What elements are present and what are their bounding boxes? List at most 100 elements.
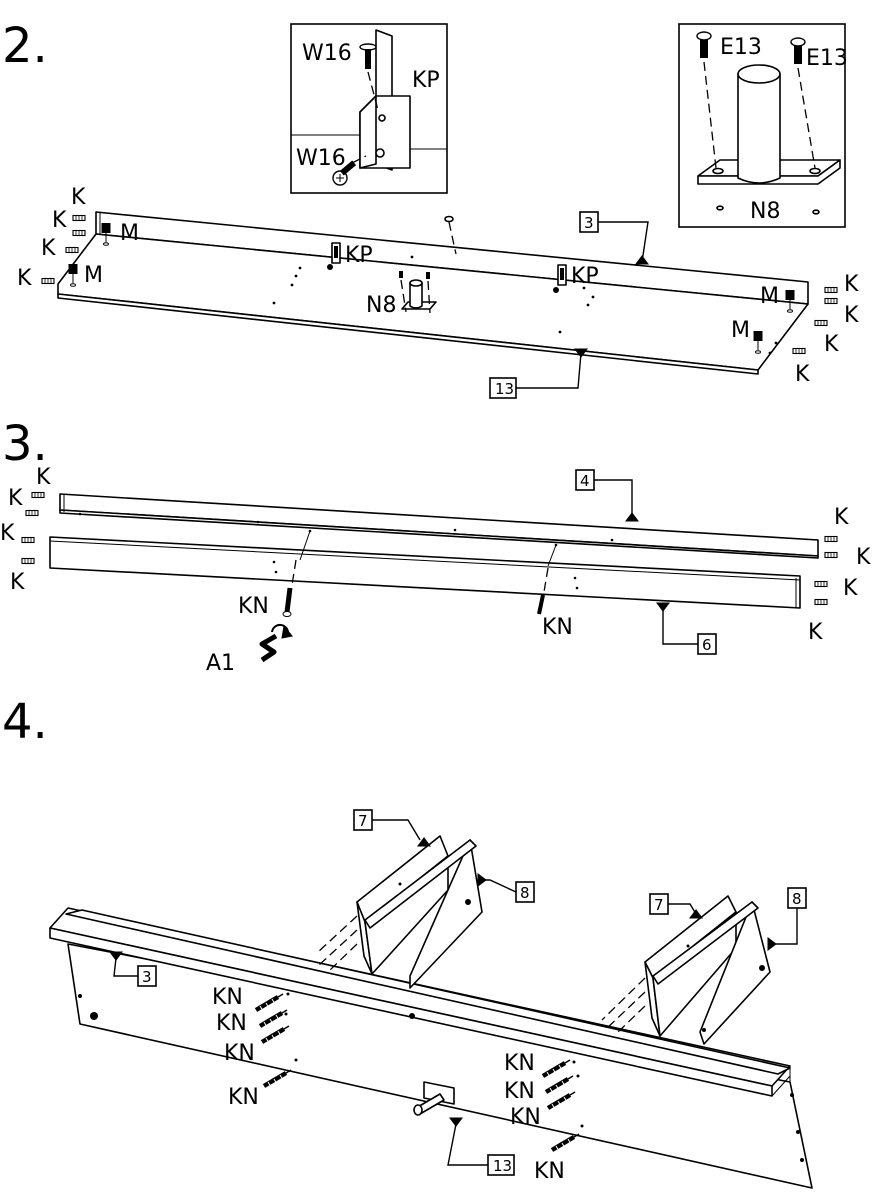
label-kn-left: KN (238, 594, 269, 619)
label-k: K (824, 332, 839, 357)
callout-3: 3 (579, 211, 649, 265)
k-dowel-icon (21, 557, 35, 565)
label-kn: KN (228, 1085, 259, 1110)
k-dowel-icon (41, 277, 55, 285)
label-k: K (795, 362, 810, 387)
kp-bracket-right-icon (553, 264, 567, 293)
callout-7-left-number: 7 (358, 812, 368, 830)
k-dowel-icon (824, 286, 838, 294)
kn-screw-icon (552, 1134, 579, 1151)
k-dowel-icon (21, 536, 35, 544)
callout-6-number: 6 (702, 636, 712, 654)
step-2-inset-bracket: W16 KP W16 (290, 23, 448, 194)
label-kn: KN (510, 1105, 541, 1130)
label-n8-inset: N8 (750, 199, 780, 224)
label-kn-right: KN (542, 615, 573, 640)
w16-screw-icon (359, 43, 379, 111)
label-kn: KN (216, 1011, 247, 1036)
k-dowel-icon (814, 319, 828, 327)
label-kn: KN (212, 985, 243, 1010)
step-2-boards: 3 13 N8 KP KP M M M M K K K K K K K K (17, 185, 859, 399)
hex-key-a1-icon (259, 623, 293, 663)
label-k: K (71, 185, 86, 210)
e13-screw-icon (696, 31, 724, 211)
n8-post-icon (737, 64, 781, 184)
k-dowel-icon (72, 214, 86, 222)
label-a1: A1 (206, 651, 235, 676)
label-k: K (52, 208, 67, 233)
w16-screw-lower-icon (332, 155, 367, 186)
label-k: K (41, 236, 56, 261)
k-dowel-icon (814, 580, 828, 588)
k-dowel-icon (824, 535, 838, 543)
label-k: K (843, 576, 858, 601)
label-k: K (856, 545, 871, 570)
callout-8-left: 8 (477, 873, 535, 903)
kn-screw-icon (537, 567, 549, 615)
callout-4-number: 4 (580, 472, 590, 490)
callout-4: 4 (575, 469, 639, 522)
k-dowel-icon (792, 347, 806, 355)
label-w16-top: W16 (302, 41, 352, 66)
callout-7-right-number: 7 (654, 896, 664, 914)
label-k: K (10, 570, 25, 595)
callout-3-number: 3 (584, 214, 594, 232)
label-kn: KN (534, 1159, 565, 1184)
label-m-4: M (731, 318, 750, 343)
kn-screw-icon (264, 1070, 291, 1087)
label-e13-right: E13 (806, 46, 848, 71)
label-k: K (17, 266, 32, 291)
label-k: K (8, 486, 23, 511)
label-k: K (834, 505, 849, 530)
callout-13-number: 13 (495, 380, 514, 398)
kn-screw-icon (282, 559, 297, 617)
label-k: K (0, 521, 15, 546)
label-m-2: M (84, 263, 103, 288)
n8-post-small-icon (399, 271, 437, 314)
k-dowel-icon (25, 509, 39, 517)
callout-8-right-number: 8 (792, 890, 802, 908)
label-kn: KN (504, 1079, 535, 1104)
step-4-assembly: 7 8 7 8 3 13 (49, 809, 813, 1189)
panel-8-right (699, 901, 771, 1045)
n8-post-step4-icon (413, 1081, 455, 1116)
label-k: K (36, 465, 51, 490)
label-k: K (844, 272, 859, 297)
callout-13-step4-number: 13 (493, 1157, 512, 1175)
step-number-2: 2. (2, 18, 48, 74)
callout-7-left: 7 (353, 809, 431, 847)
step-number-3: 3. (2, 416, 48, 472)
callout-3-step4: 3 (109, 951, 157, 987)
step-3-rails: 4 6 KN KN A1 K K K K K K K K (0, 465, 871, 676)
panel-8-left (409, 839, 483, 989)
callout-8-left-number: 8 (520, 884, 530, 902)
label-kp-left: KP (345, 243, 373, 268)
callout-13-step4: 13 (447, 1117, 515, 1176)
e13-screw-right-icon (790, 37, 820, 215)
step-2-inset-post: E13 E13 N8 (678, 23, 848, 228)
callout-3-step4-number: 3 (142, 968, 152, 986)
label-kp-right: KP (571, 264, 599, 289)
step-number-4: 4. (2, 694, 48, 750)
label-k: K (844, 303, 859, 328)
label-kp-inset: KP (412, 68, 440, 93)
k-dowel-icon (31, 491, 45, 499)
k-dowel-icon (814, 598, 828, 606)
k-dowel-icon (824, 297, 838, 305)
label-m-3: M (760, 284, 779, 309)
label-e13-left: E13 (720, 35, 762, 60)
callout-7-right: 7 (649, 893, 703, 919)
callout-6: 6 (656, 602, 717, 655)
label-kn: KN (224, 1041, 255, 1066)
kp-bracket-left-icon (327, 242, 341, 270)
callout-8-right: 8 (767, 887, 807, 951)
label-kn: KN (504, 1051, 535, 1076)
label-m-1: M (120, 221, 139, 246)
k-dowel-icon (824, 551, 838, 559)
label-k: K (808, 620, 823, 645)
label-w16-bottom: W16 (296, 146, 346, 171)
k-dowel-icon (72, 229, 86, 237)
rail-6 (49, 536, 801, 609)
